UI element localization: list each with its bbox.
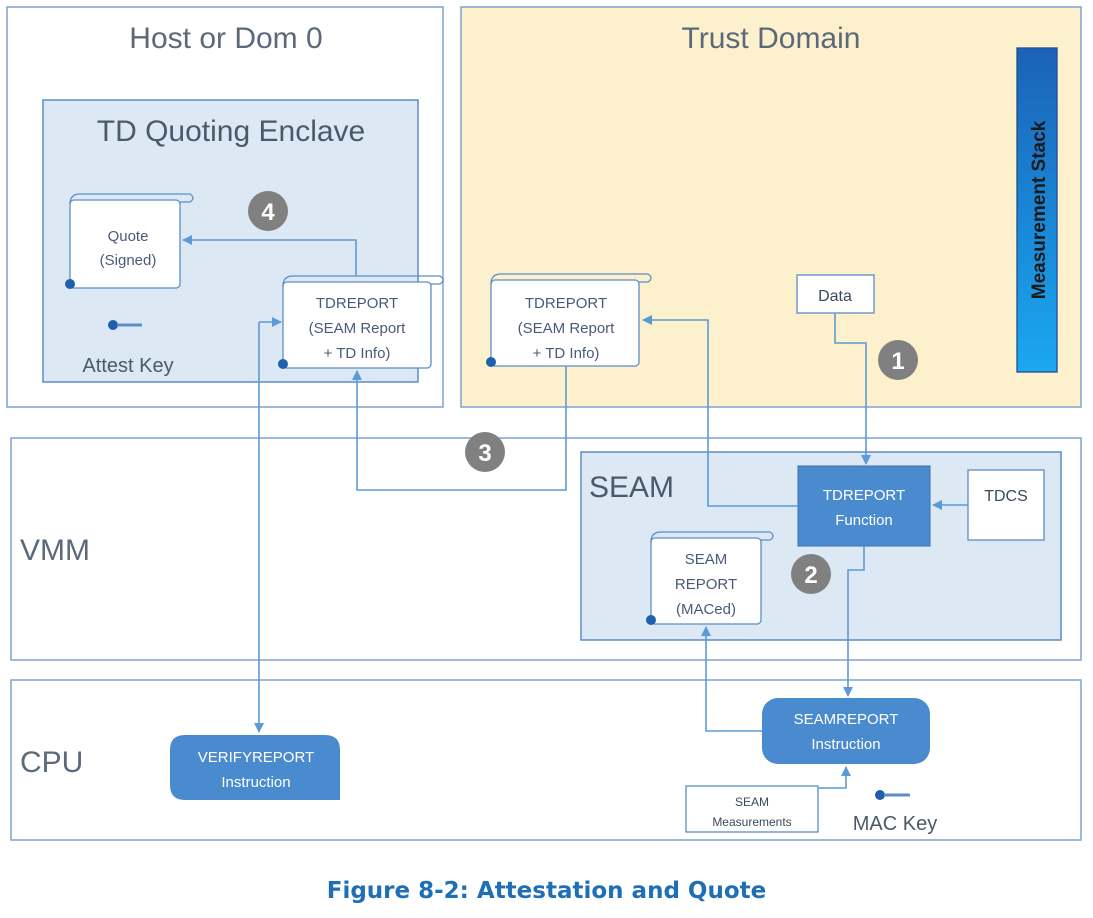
measurement-stack xyxy=(1016,47,1058,373)
seamreport-instruction-block xyxy=(762,698,930,764)
svg-text:2: 2 xyxy=(804,562,817,589)
td-tdreport-line1: TDREPORT xyxy=(525,295,607,312)
seamreport-instruction-line2: Instruction xyxy=(811,736,880,753)
tdreport-function-block xyxy=(797,465,931,547)
step-badge-2: 2 xyxy=(791,554,831,594)
figure-caption: Figure 8-2: Attestation and Quote xyxy=(326,878,767,904)
mac-key-label: MAC Key xyxy=(853,813,937,835)
step-badge-1: 1 xyxy=(878,340,918,380)
seam-measurements-line1: SEAM xyxy=(735,795,769,809)
enclave-tdreport-line2: (SEAM Report xyxy=(309,320,407,337)
data-box xyxy=(796,274,875,314)
step-badge-3: 3 xyxy=(465,432,505,472)
tdreport-function-line2: Function xyxy=(835,512,893,529)
td-tdreport-line3: + TD Info) xyxy=(533,345,600,362)
arrow-data-to-function xyxy=(834,313,871,465)
seam-title: SEAM xyxy=(589,471,674,504)
verifyreport-line2: Instruction xyxy=(221,774,290,791)
tdcs-label: TDCS xyxy=(984,488,1028,505)
quote-scroll: Quote (Signed) xyxy=(65,193,194,289)
td-tdreport-line2: (SEAM Report xyxy=(518,320,616,337)
vmm-label: VMM xyxy=(20,534,90,567)
arrow-measurements-to-seamreport xyxy=(818,766,851,789)
verifyreport-line1: VERIFYREPORT xyxy=(198,749,314,766)
enclave-tdreport-line1: TDREPORT xyxy=(316,295,398,312)
tdcs-box xyxy=(967,469,1045,541)
step-badge-4: 4 xyxy=(248,191,288,231)
arrow-function-to-seamreport xyxy=(843,546,865,697)
measurement-stack-label: Measurement Stack xyxy=(1029,120,1050,299)
arrow-tdreport-to-enclave-copy xyxy=(352,366,567,491)
connector-arrows xyxy=(182,235,968,789)
mac-key-icon xyxy=(875,790,910,800)
svg-text:4: 4 xyxy=(261,199,275,226)
host-title: Host or Dom 0 xyxy=(129,22,322,55)
seamreport-instruction-line1: SEAMREPORT xyxy=(794,711,899,728)
arrow-function-to-td-tdreport xyxy=(642,315,798,507)
seam-report-line1: SEAM xyxy=(685,551,728,568)
quote-label-line1: Quote xyxy=(108,228,149,245)
quoting-enclave-title: TD Quoting Enclave xyxy=(97,115,365,148)
seam-measurements-line2: Measurements xyxy=(712,815,791,829)
svg-text:3: 3 xyxy=(478,440,491,467)
enclave-tdreport-line3: + TD Info) xyxy=(324,345,391,362)
arrow-seamreport-to-seam-report xyxy=(701,626,762,732)
seam-report-scroll: SEAM REPORT (MACed) xyxy=(646,531,774,625)
data-label: Data xyxy=(818,288,852,305)
attest-key-icon xyxy=(108,320,142,330)
enclave-tdreport-scroll: TDREPORT (SEAM Report + TD Info) xyxy=(278,275,444,369)
seam-report-line2: REPORT xyxy=(675,576,737,593)
seam-report-line3: (MACed) xyxy=(676,601,736,618)
verifyreport-block xyxy=(170,735,340,800)
svg-text:1: 1 xyxy=(891,348,904,375)
trust-domain-title: Trust Domain xyxy=(682,22,861,55)
td-tdreport-scroll: TDREPORT (SEAM Report + TD Info) xyxy=(486,273,652,367)
quote-label-line2: (Signed) xyxy=(100,252,157,269)
cpu-label: CPU xyxy=(20,746,83,779)
tdreport-function-line1: TDREPORT xyxy=(823,487,905,504)
seam-measurements-box xyxy=(685,785,819,833)
arrow-enclave-tdreport-to-quote xyxy=(182,235,357,276)
attest-key-label: Attest Key xyxy=(82,355,173,377)
